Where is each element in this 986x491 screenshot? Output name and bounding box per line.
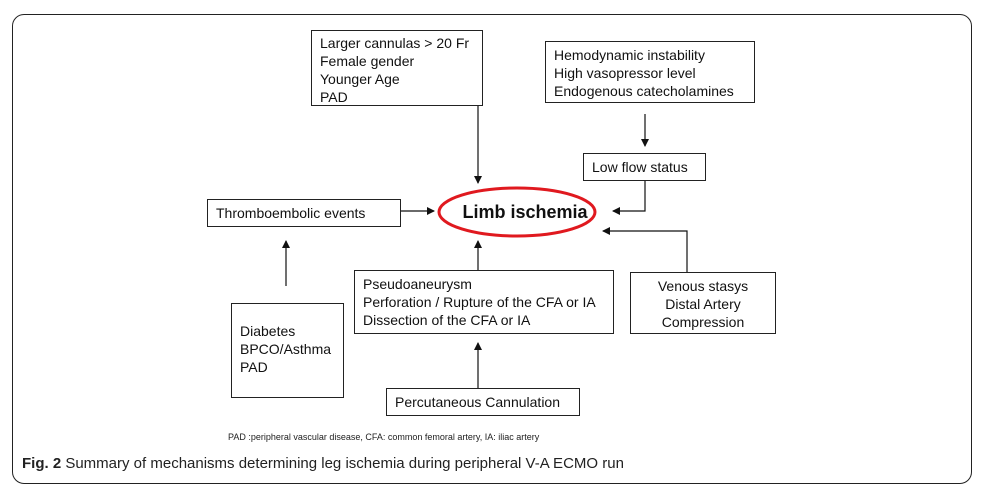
- vascular-injury-2: Perforation / Rupture of the CFA or IA: [363, 294, 596, 310]
- risk-factor-1: Larger cannulas > 20 Fr: [320, 35, 470, 51]
- vascular-injury-1: Pseudoaneurysm: [363, 276, 472, 292]
- venous-stasis-1: Venous stasys: [657, 278, 749, 294]
- hemodynamic-1: Hemodynamic instability: [554, 47, 705, 63]
- cannulation-label: Percutaneous Cannulation: [395, 394, 561, 410]
- cannulation-box: Percutaneous Cannulation: [386, 388, 580, 416]
- footnote: PAD :peripheral vascular disease, CFA: c…: [228, 432, 540, 442]
- figure-frame: [12, 14, 972, 484]
- comorbidity-2: BPCO/Asthma: [240, 341, 332, 357]
- figure-caption: Fig. 2 Summary of mechanisms determining…: [22, 455, 624, 472]
- edge-lowflow-to-limb: [612, 181, 646, 215]
- vascular-injury-box: Pseudoaneurysm Perforation / Rupture of …: [354, 270, 614, 334]
- hemodynamic-box: Hemodynamic instability High vasopressor…: [545, 41, 755, 103]
- hemodynamic-2: High vasopressor level: [554, 65, 696, 81]
- venous-stasis-3: Compression: [661, 314, 745, 330]
- limb-ischemia-ellipse: [437, 186, 597, 238]
- risk-factor-4: PAD: [320, 89, 348, 105]
- low-flow-label: Low flow status: [592, 159, 688, 175]
- caption-label: Fig. 2: [22, 455, 62, 472]
- thromboembolic-label: Thromboembolic events: [216, 205, 366, 221]
- comorbidity-3: PAD: [240, 359, 268, 375]
- low-flow-box: Low flow status: [583, 153, 706, 181]
- caption-text: Summary of mechanisms determining leg is…: [61, 455, 624, 472]
- thromboembolic-box: Thromboembolic events: [207, 199, 401, 227]
- edge-venous-to-limb: [602, 227, 688, 272]
- comorbidities-box: Diabetes BPCO/Asthma PAD: [231, 303, 344, 398]
- hemodynamic-3: Endogenous catecholamines: [554, 83, 734, 99]
- limb-ischemia-label: Limb ischemia: [462, 201, 588, 222]
- comorbidity-1: Diabetes: [240, 323, 296, 339]
- risk-factor-3: Younger Age: [320, 71, 400, 87]
- vascular-injury-3: Dissection of the CFA or IA: [363, 312, 531, 328]
- venous-stasis-2: Distal Artery: [665, 296, 741, 312]
- venous-stasis-box: Venous stasys Distal Artery Compression: [630, 272, 776, 334]
- risk-factor-2: Female gender: [320, 53, 415, 69]
- risk-factors-box: Larger cannulas > 20 Fr Female gender Yo…: [311, 30, 483, 106]
